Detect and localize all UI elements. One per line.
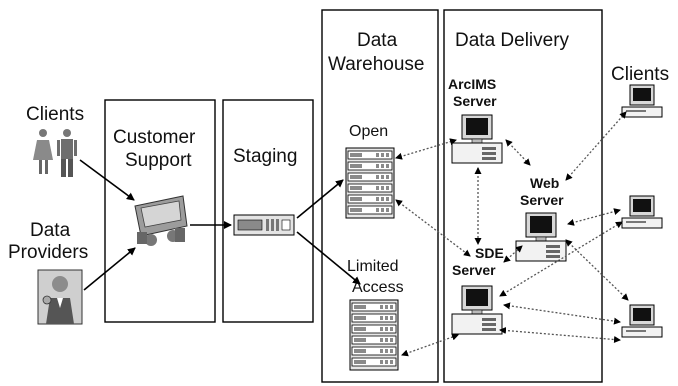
customer-support-box — [104, 99, 216, 323]
open-label: Open — [349, 123, 388, 140]
link-sde-client3a — [503, 302, 621, 325]
customer-support-label-line2: Support — [125, 150, 192, 171]
solid-arrows — [79, 159, 361, 291]
arrow-staging-to-open — [296, 179, 344, 219]
staging-label: Staging — [233, 146, 297, 167]
arcims-server-label-line1: ArcIMS — [448, 76, 496, 92]
sde-server-icon — [451, 285, 503, 335]
client-pc-icon-1 — [621, 84, 663, 118]
link-limited-sde — [401, 333, 459, 357]
data-delivery-box — [443, 9, 603, 383]
link-open-arcims — [395, 138, 457, 160]
arcims-server-icon — [451, 114, 503, 164]
arrow-providers-to-support — [83, 247, 136, 291]
sde-server-label-line2: Server — [452, 262, 496, 278]
web-server-label-line2: Server — [520, 192, 564, 208]
data-warehouse-label-line1: Data — [357, 30, 398, 51]
open-server-rack-icon — [345, 147, 395, 219]
clients-left-label: Clients — [26, 104, 84, 125]
data-warehouse-label-line2: Warehouse — [328, 54, 424, 75]
client-pc-icon-2 — [621, 195, 663, 229]
link-sde-client3b — [499, 327, 621, 343]
limited-access-label-line1: Limited — [347, 258, 399, 275]
link-web-client3 — [565, 239, 629, 301]
customer-support-label-line1: Customer — [113, 127, 196, 148]
data-providers-label-line1: Data — [30, 220, 71, 241]
people-icon — [33, 129, 77, 177]
data-warehouse-box — [321, 9, 439, 383]
data-delivery-label: Data Delivery — [455, 30, 570, 51]
staging-box — [222, 99, 314, 323]
arrow-staging-to-limited — [296, 231, 361, 285]
dotted-arrows — [395, 111, 629, 357]
web-server-icon — [515, 212, 567, 262]
staging-server-icon — [233, 214, 295, 236]
support-desk-icon — [134, 195, 188, 246]
arrow-clients-to-support — [79, 159, 135, 201]
sde-server-label-line1: SDE — [475, 245, 504, 261]
link-arcims-web — [505, 139, 531, 166]
data-providers-label-line2: Providers — [8, 242, 88, 263]
link-web-client1 — [565, 111, 627, 181]
data-provider-icon — [37, 269, 83, 325]
link-open-sde — [395, 199, 471, 257]
web-server-label-line1: Web — [530, 175, 559, 191]
arcims-server-label-line2: Server — [453, 93, 497, 109]
clients-right-label: Clients — [611, 64, 669, 85]
limited-server-rack-icon — [349, 299, 399, 371]
link-web-client2 — [567, 208, 621, 226]
client-pc-icon-3 — [621, 304, 663, 338]
limited-access-label-line2: Access — [352, 279, 404, 296]
